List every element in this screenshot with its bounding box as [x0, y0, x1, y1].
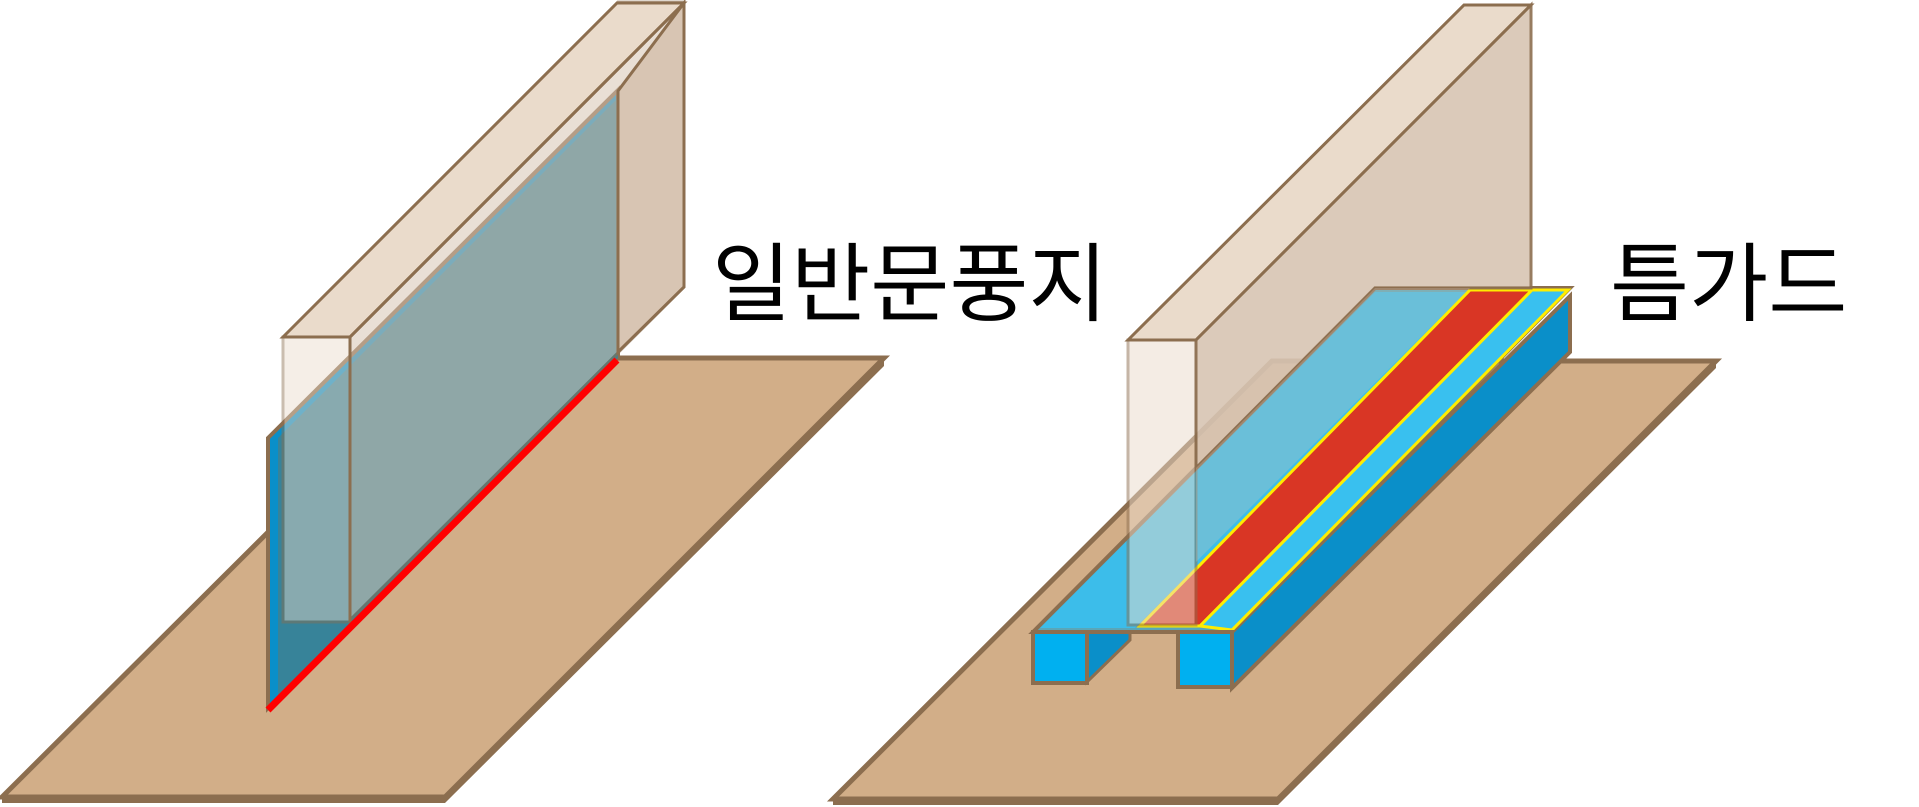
- left-floor-edge: [2, 797, 445, 803]
- right-floor-edge-side: [1278, 361, 1716, 805]
- left-illustration: [0, 0, 891, 803]
- left-door-edge: [348, 1, 686, 339]
- left-door-right-face: [616, 0, 686, 356]
- right-guard-foot-left: [1031, 630, 1089, 685]
- right-guard-light-stripe: [1196, 288, 1572, 632]
- right-door-side-lower: [1196, 288, 1470, 562]
- label-gap-guard: 틈가드: [1610, 235, 1848, 335]
- right-guard-foot-right: [1176, 630, 1234, 689]
- left-floor-edge-side: [445, 358, 884, 803]
- left-red-contact-line: [265, 357, 620, 713]
- right-floor-edge: [833, 799, 1278, 805]
- label-general-weatherstrip: 일반문풍지: [712, 235, 1108, 335]
- left-door-front: [281, 335, 352, 624]
- right-door-front: [1126, 338, 1198, 627]
- right-illustration: [826, 1, 1723, 805]
